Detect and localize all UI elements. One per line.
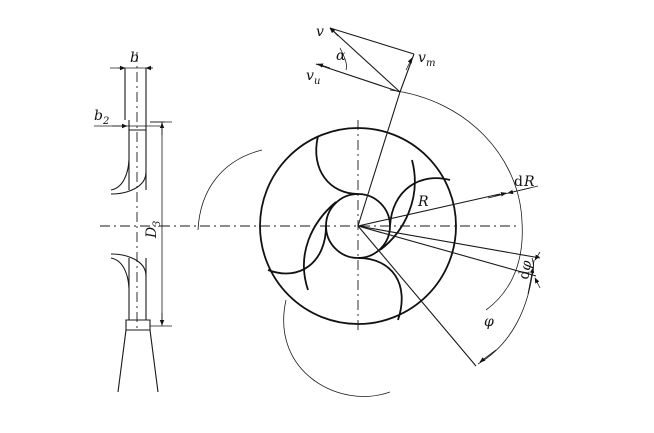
label-alpha: α [336, 48, 346, 64]
casing-arc-right [485, 221, 523, 311]
label-vu-sub: u [314, 76, 320, 87]
label-dR-d: d [514, 174, 523, 190]
label-vm-sub: m [426, 58, 435, 69]
blade-5 [303, 201, 337, 291]
label-D3-sub: 3 [152, 221, 163, 227]
phi-arc [477, 259, 535, 365]
velocity-vu [315, 63, 401, 93]
label-dR-R: R [523, 174, 535, 190]
radial-line-1 [357, 225, 541, 259]
casing-arc-left [197, 149, 263, 231]
label-b2-sub: 2 [102, 116, 109, 127]
label-v: v [316, 24, 324, 40]
outlet-left [117, 329, 127, 393]
label-b2: b [94, 108, 103, 124]
blade-4 [267, 225, 327, 275]
casing-arc-top [389, 89, 523, 223]
radial-line-phi [357, 225, 477, 367]
blade-1 [315, 135, 359, 195]
blade-2 [389, 177, 451, 227]
upper-curve-right [110, 171, 147, 195]
radius-line-R [357, 193, 501, 227]
lower-curve-right [110, 253, 147, 277]
outlet-right [149, 329, 159, 393]
label-dphi-phi: φ [518, 259, 535, 272]
lower-curve-left [110, 257, 130, 289]
upper-channel [124, 68, 147, 120]
label-dphi-d: d [516, 269, 533, 281]
cross-section-view: b b 2 D 3 [94, 50, 200, 393]
label-D3: D [144, 227, 160, 239]
velocity-v [329, 27, 401, 93]
upper-curve-left [110, 159, 130, 191]
upper-wall [128, 120, 147, 131]
blade-3 [357, 257, 403, 321]
radial-line-2 [357, 225, 537, 277]
triangle-top [329, 27, 415, 55]
radial-line-velocity [357, 91, 401, 227]
lower-wall [125, 319, 151, 331]
label-R: R [417, 194, 429, 210]
alpha-arc [339, 47, 347, 71]
impeller-view: v v m v u α R d R d φ φ [197, 24, 541, 397]
label-phi: φ [484, 314, 494, 330]
label-vu: v [306, 68, 314, 84]
velocity-vm [399, 53, 415, 93]
casing-arc-bottom [283, 299, 391, 397]
label-vm: v [418, 50, 426, 66]
label-b: b [130, 50, 139, 66]
blade-6 [379, 159, 416, 251]
